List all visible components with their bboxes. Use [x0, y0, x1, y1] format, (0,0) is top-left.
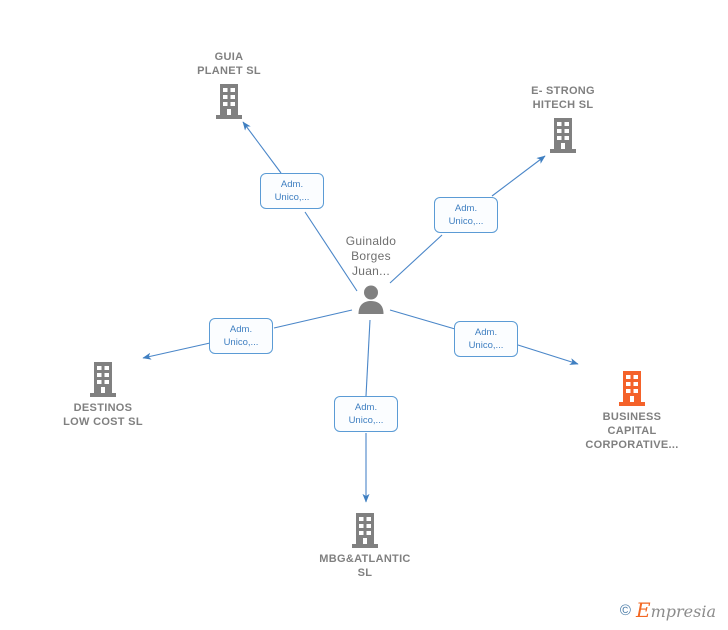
relation-label-line1: Adm. [280, 179, 304, 190]
relation-label-guia-planet[interactable]: Adm. Unico,... [260, 173, 324, 209]
watermark: © Empresia [620, 600, 716, 620]
node-e-strong-hitech[interactable]: E- STRONG HITECH SL [488, 84, 638, 154]
relation-label-e-strong-hitech[interactable]: Adm. Unico,... [434, 197, 498, 233]
empresia-logo: Empresia [636, 600, 716, 620]
person-icon [296, 284, 446, 314]
edge-guia-planet[interactable] [242, 121, 358, 292]
relation-label-line2: Unico,... [448, 216, 484, 227]
relation-label-business-capital[interactable]: Adm. Unico,... [454, 321, 518, 357]
relation-label-line1: Adm. [474, 327, 498, 338]
building-icon [290, 511, 440, 549]
node-mbg-atlantic[interactable]: MBG&ATLANTIC SL [290, 511, 440, 580]
relation-label-line1: Adm. [354, 402, 378, 413]
building-icon [154, 82, 304, 120]
node-person-center[interactable]: Guinaldo Borges Juan... [296, 234, 446, 314]
building-icon [488, 116, 638, 154]
relation-label-line2: Unico,... [348, 415, 384, 426]
relation-label-line2: Unico,... [468, 340, 504, 351]
node-label-mbg-atlantic: MBG&ATLANTIC SL [319, 553, 411, 579]
empresia-logo-initial: E [635, 598, 651, 622]
node-label-destinos-low-cost: DESTINOS LOW COST SL [63, 402, 143, 428]
node-guia-planet[interactable]: GUIA PLANET SL [154, 50, 304, 120]
copyright-icon: © [619, 601, 631, 619]
edge-destinos-low-cost[interactable] [142, 309, 353, 360]
relation-label-line2: Unico,... [274, 192, 310, 203]
building-icon [28, 360, 178, 398]
empresia-logo-rest: mpresia [650, 602, 716, 621]
building-icon [557, 369, 707, 407]
relation-label-mbg-atlantic[interactable]: Adm. Unico,... [334, 396, 398, 432]
node-business-capital-corporative[interactable]: BUSINESS CAPITAL CORPORATIVE... [557, 369, 707, 452]
relation-label-line1: Adm. [454, 203, 478, 214]
edge-business-capital[interactable] [389, 309, 579, 365]
node-label-e-strong-hitech: E- STRONG HITECH SL [531, 85, 595, 111]
edge-e-strong-hitech[interactable] [389, 155, 546, 284]
node-label-person-center: Guinaldo Borges Juan... [345, 234, 397, 278]
node-label-guia-planet: GUIA PLANET SL [197, 51, 261, 77]
relation-label-destinos-low-cost[interactable]: Adm. Unico,... [209, 318, 273, 354]
node-label-business-capital-corporative: BUSINESS CAPITAL CORPORATIVE... [585, 411, 679, 451]
edge-mbg-atlantic[interactable] [362, 319, 371, 503]
relation-label-line1: Adm. [229, 324, 253, 335]
node-destinos-low-cost[interactable]: DESTINOS LOW COST SL [28, 360, 178, 429]
relation-label-line2: Unico,... [223, 337, 259, 348]
